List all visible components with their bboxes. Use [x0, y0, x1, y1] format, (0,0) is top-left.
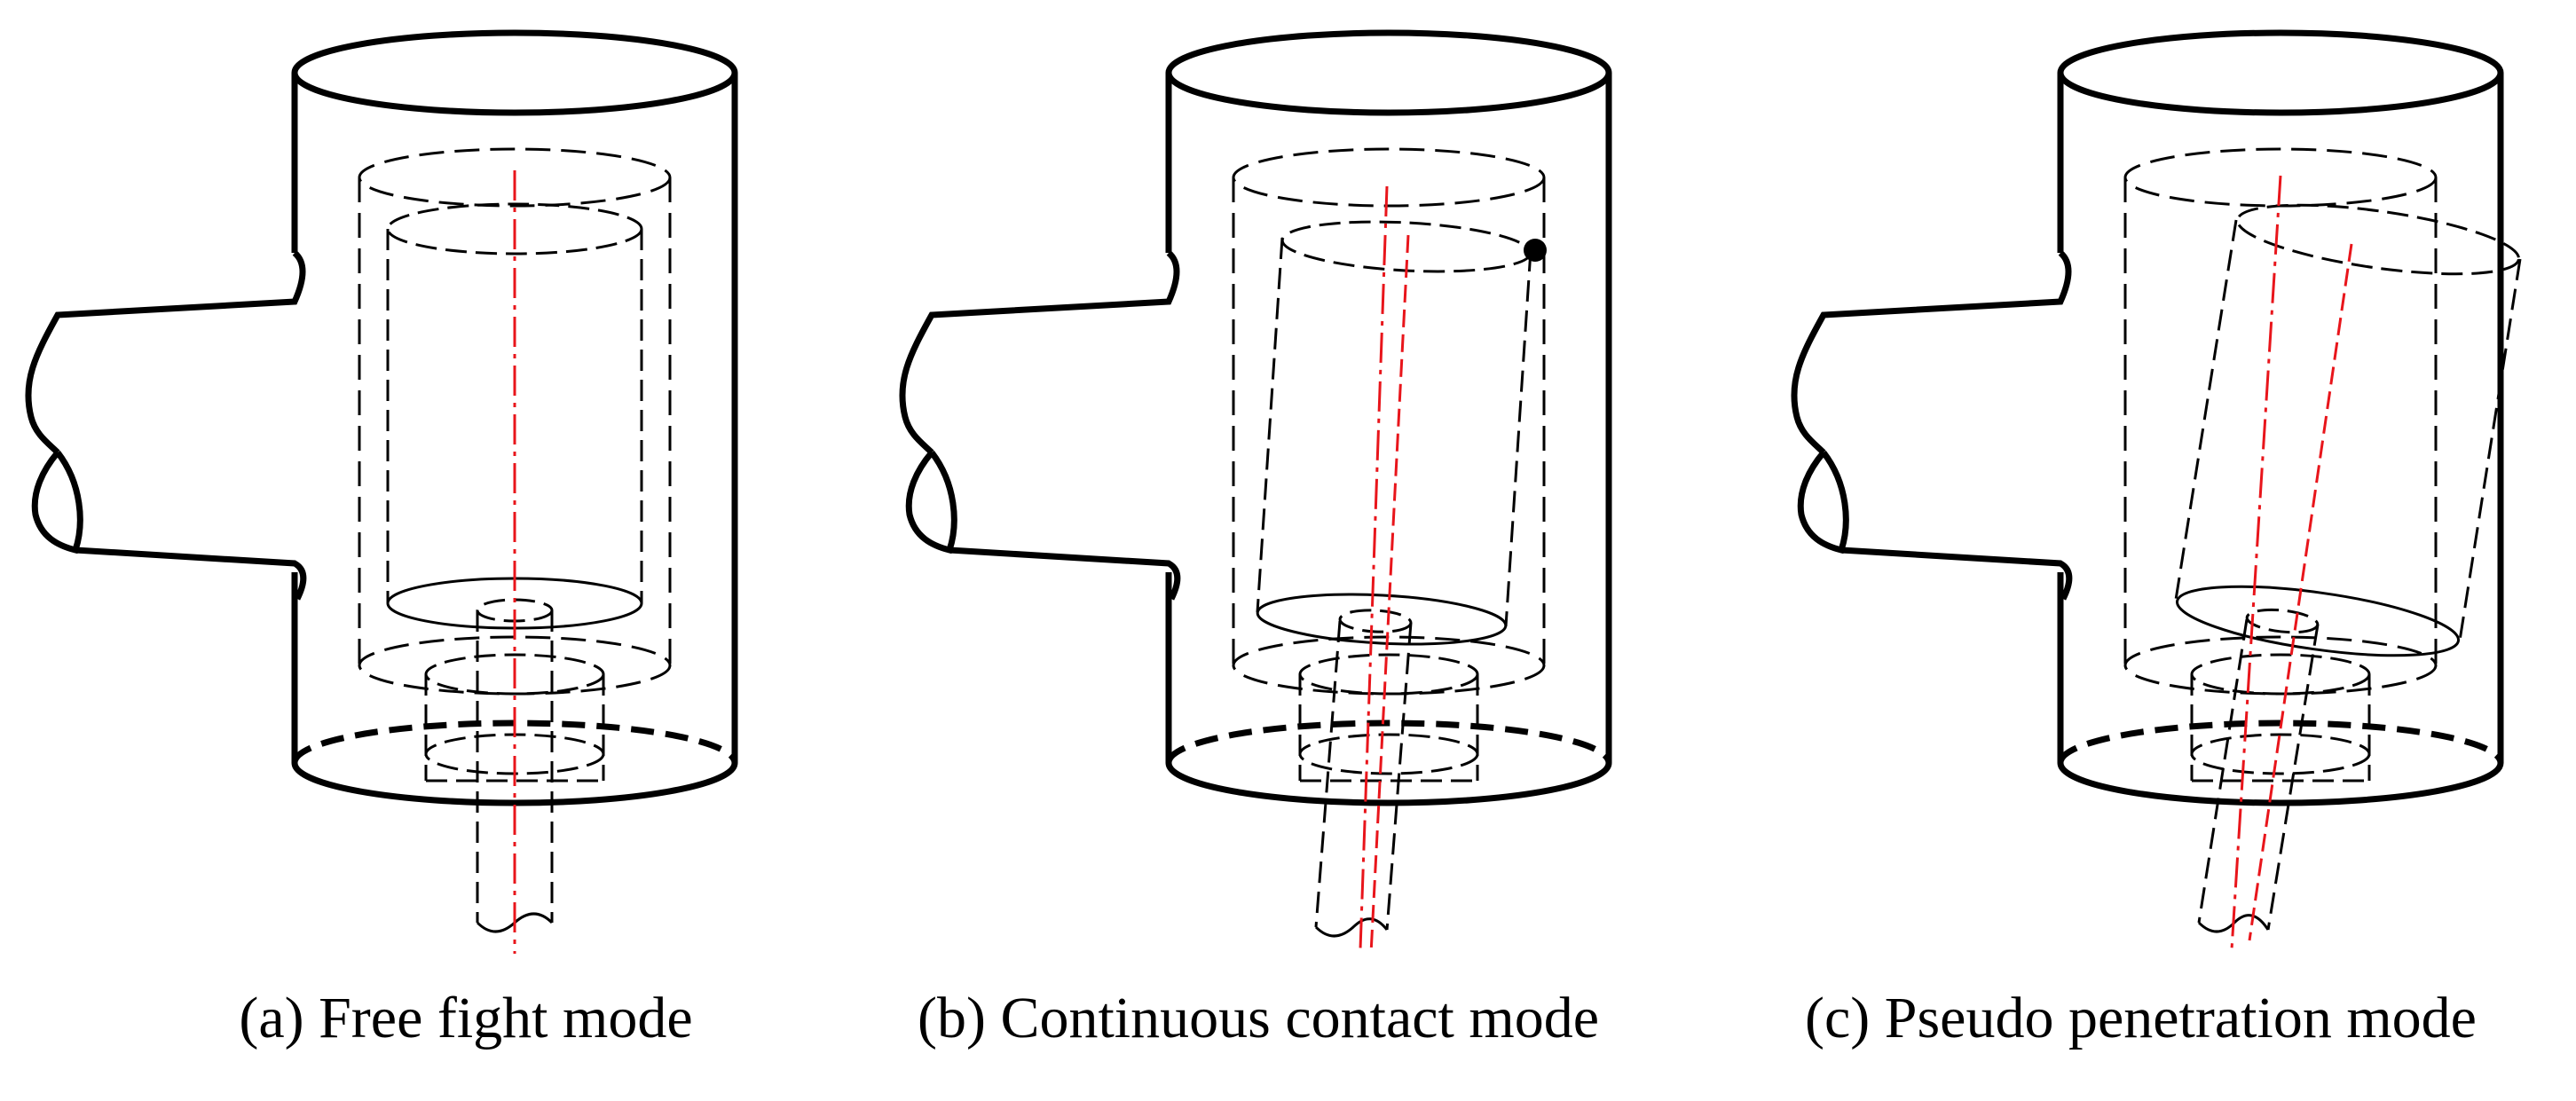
panel-a-caption: (a) Free fight mode	[239, 986, 693, 1050]
panel-c-drawing	[1766, 0, 2576, 950]
panel-c-caption: (c) Pseudo penetration mode	[1805, 986, 2477, 1050]
contact-point-marker	[1524, 239, 1547, 262]
panel-b-drawing	[874, 0, 2576, 955]
panel-b-caption: (b) Continuous contact mode	[917, 986, 1600, 1050]
panel-a-drawing	[0, 0, 2576, 954]
